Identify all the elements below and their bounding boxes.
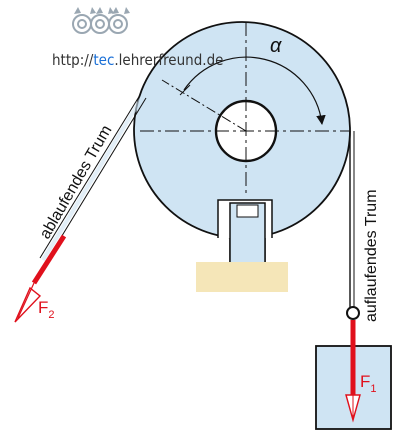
- force-f1-label: F1: [360, 372, 377, 395]
- slack-side-rope: [39, 94, 147, 263]
- force-f2-arrowhead: [14, 286, 42, 323]
- angle-arc: [183, 56, 326, 125]
- force-f2-label: F2: [38, 298, 55, 321]
- center-lines: [140, 22, 350, 196]
- tight-side-label: auflaufendes Trum: [363, 189, 380, 322]
- force-f2-bar: [31, 234, 67, 285]
- base-foundation: [196, 262, 288, 292]
- slack-side-label: ablaufendes Trum: [37, 123, 116, 242]
- watermark-logo: [72, 7, 130, 34]
- watermark-url: http://tec.lehrerfreund.de: [52, 51, 223, 69]
- rope-ring: [346, 306, 360, 320]
- angle-label: α: [270, 35, 282, 57]
- radius-line: [161, 79, 247, 132]
